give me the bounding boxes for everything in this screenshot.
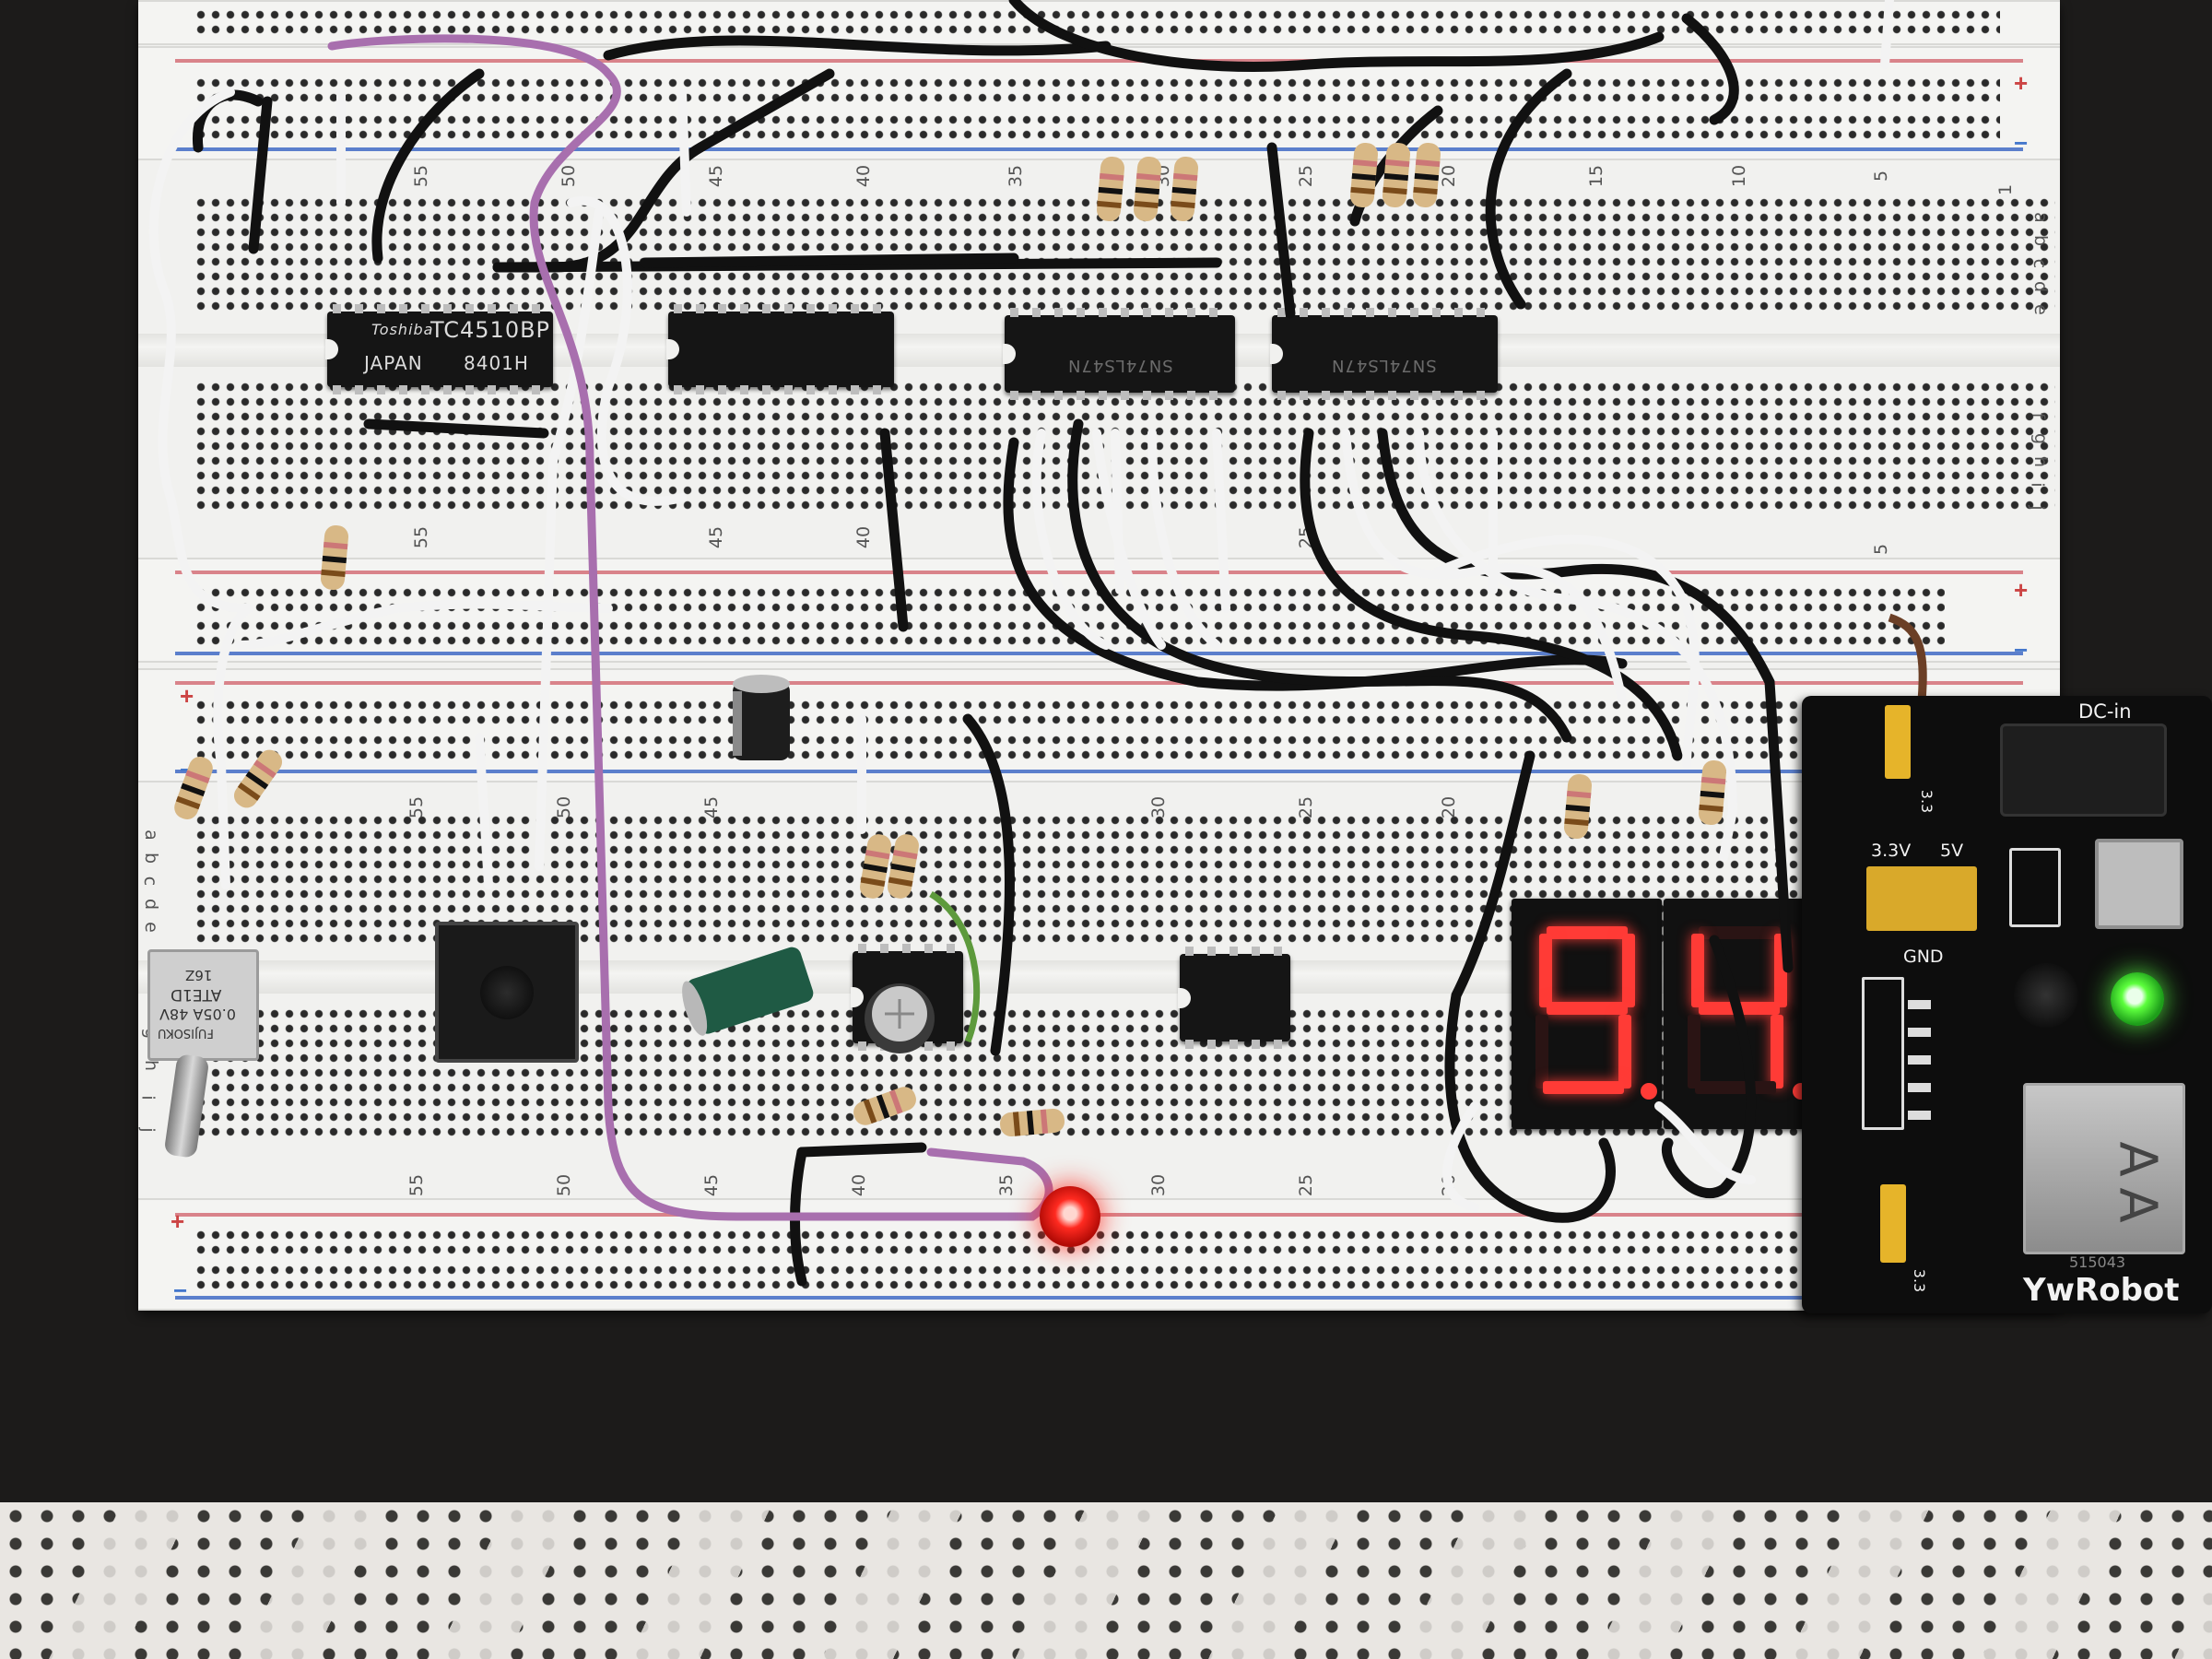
rail-minus-marker: − (173, 1277, 188, 1304)
rail-plus-marker: + (180, 682, 194, 710)
push-button[interactable] (435, 922, 579, 1063)
rail-holes (194, 76, 2000, 105)
segment-c (1618, 1015, 1631, 1088)
segment-g (1547, 1002, 1628, 1015)
ic-notch (1178, 987, 1191, 1008)
terminal-holes-abcde (194, 195, 2055, 315)
ic-chip-2 (666, 304, 894, 394)
rail-plus-marker: + (171, 1207, 185, 1235)
segment-b (1622, 934, 1635, 1007)
usb-glyph-2: A (2107, 1187, 2168, 1223)
ic-notch (1270, 344, 1283, 364)
tablecloth-pattern (0, 1502, 2212, 1659)
serial-label: 515043 (2069, 1253, 2126, 1271)
electrolytic-capacitor-green (682, 947, 814, 1036)
segment-f (1691, 934, 1704, 1007)
ic-brand-label: Toshiba (371, 321, 434, 338)
rail-blue-line (175, 147, 2023, 151)
rail-red-line (175, 59, 2023, 63)
rail-plus-marker: + (2014, 69, 2029, 97)
rail-holes (194, 733, 1834, 762)
ic-notch (666, 339, 679, 359)
power-rail-middle-2 (138, 668, 2060, 782)
power-knob[interactable] (2014, 963, 2078, 1028)
dc-jack[interactable] (2000, 724, 2167, 817)
rail-plus-marker: + (2014, 576, 2029, 604)
segment-f (1539, 934, 1552, 1007)
white-wires (148, 0, 1894, 1212)
v33-label: 3.3V (1871, 841, 1912, 861)
smd-components (1862, 977, 1904, 1130)
brand-label: YwRobot (2023, 1272, 2180, 1309)
power-indicator-led (2111, 972, 2164, 1026)
ic-code-label: 8401H (464, 352, 529, 374)
rail-minus-marker: − (2014, 636, 2029, 664)
dc-in-label: DC-in (2078, 700, 2132, 723)
push-button-knob[interactable] (480, 965, 534, 1019)
resistors (174, 143, 1727, 1137)
purple-wire (327, 34, 1053, 1221)
smd-components-2 (1908, 1000, 1931, 1138)
ic-tc4510bp: Toshiba TC4510BP JAPAN 8401H (325, 304, 553, 394)
ic-8pin-2 (1178, 947, 1290, 1049)
ic-sn74ls47n-1: SN74LS47N (1003, 308, 1235, 400)
ic-notch (1003, 344, 1016, 364)
v5-label: 5V (1940, 841, 1964, 861)
ic-origin-label: JAPAN (364, 352, 423, 374)
rail-red-line (175, 571, 2023, 574)
output-header-pins[interactable] (1866, 866, 1977, 931)
rail-red-line (175, 681, 2023, 685)
segment-d (1543, 1081, 1624, 1094)
power-supply-module: DC-in 3.3 3.3V 5V GND A A 3.3 515043 YwR… (1802, 696, 2212, 1313)
ic-part-label: TC4510BP (430, 317, 551, 343)
seven-segment-left: 9 (1512, 899, 1662, 1129)
segment-a (1547, 926, 1628, 939)
segment-c (1771, 1015, 1783, 1088)
ic-notch (851, 987, 864, 1007)
voltage-regulator (2009, 848, 2061, 927)
green-wire (929, 891, 981, 1043)
segment-e (1535, 1015, 1548, 1088)
jumper-top-label: 3.3 (1918, 789, 1936, 814)
segment-dp (1641, 1083, 1657, 1100)
rail-blue-line (175, 1296, 2023, 1300)
capacitor-silver (865, 983, 935, 1053)
black-wires (192, 0, 1794, 1287)
jumper-bottom-label: 3.3 (1911, 1268, 1929, 1293)
rail-blue-line (175, 770, 2023, 773)
jumper-bottom[interactable] (1880, 1184, 1906, 1263)
terminal-holes-fghij (194, 380, 2055, 513)
usb-port[interactable] (2023, 1083, 2185, 1254)
rail-holes (194, 1263, 1834, 1292)
ic-sn74ls47n-2: SN74LS47N (1270, 308, 1498, 400)
power-switch-button[interactable] (2095, 839, 2183, 929)
electrolytic-capacitor-top (733, 675, 790, 760)
usb-glyph: A (2107, 1141, 2168, 1177)
rail-holes (194, 1228, 1834, 1257)
rail-minus-marker: − (2014, 129, 2029, 157)
segment-e (1688, 1015, 1700, 1088)
breadboard: + − + − + − + − 55 50 45 40 35 30 25 20 … (138, 0, 2060, 1311)
brown-wire (1888, 613, 1927, 701)
rail-holes (194, 112, 2000, 142)
segment-a (1699, 926, 1780, 939)
gnd-label: GND (1903, 947, 1944, 967)
red-led (1040, 1186, 1100, 1247)
segment-d (1695, 1081, 1776, 1094)
ic-notch (325, 339, 338, 359)
jumper-top[interactable] (1885, 705, 1911, 779)
